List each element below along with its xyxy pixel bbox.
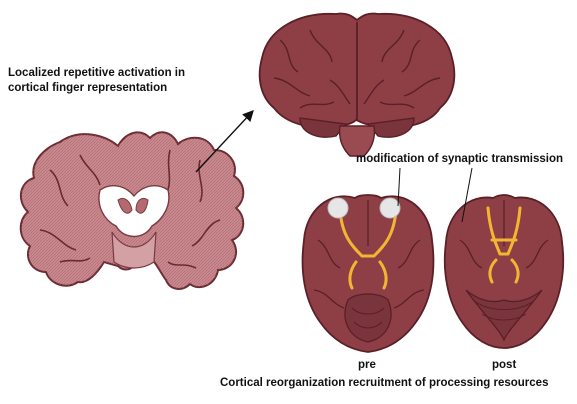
brain-post [443,194,565,349]
synaptic-label: modification of synaptic transmission [356,153,564,165]
brain-pre [301,194,435,353]
arrow-to-frontal-brain [195,109,254,173]
activation-spot-right [379,197,401,219]
pointer-post [461,167,473,223]
pre-label: pre [358,359,376,371]
frontal-brain [258,12,456,157]
reorganization-label: Cortical reorganization recruitment of p… [220,377,549,389]
activation-spot-left [327,197,349,219]
activation-label-line1: Localized repetitive activation in [8,67,186,79]
post-label: post [492,359,517,371]
activation-label-line2: cortical finger representation [8,82,168,94]
coronal-brain-section [19,131,245,290]
pointer-pre [397,167,401,207]
